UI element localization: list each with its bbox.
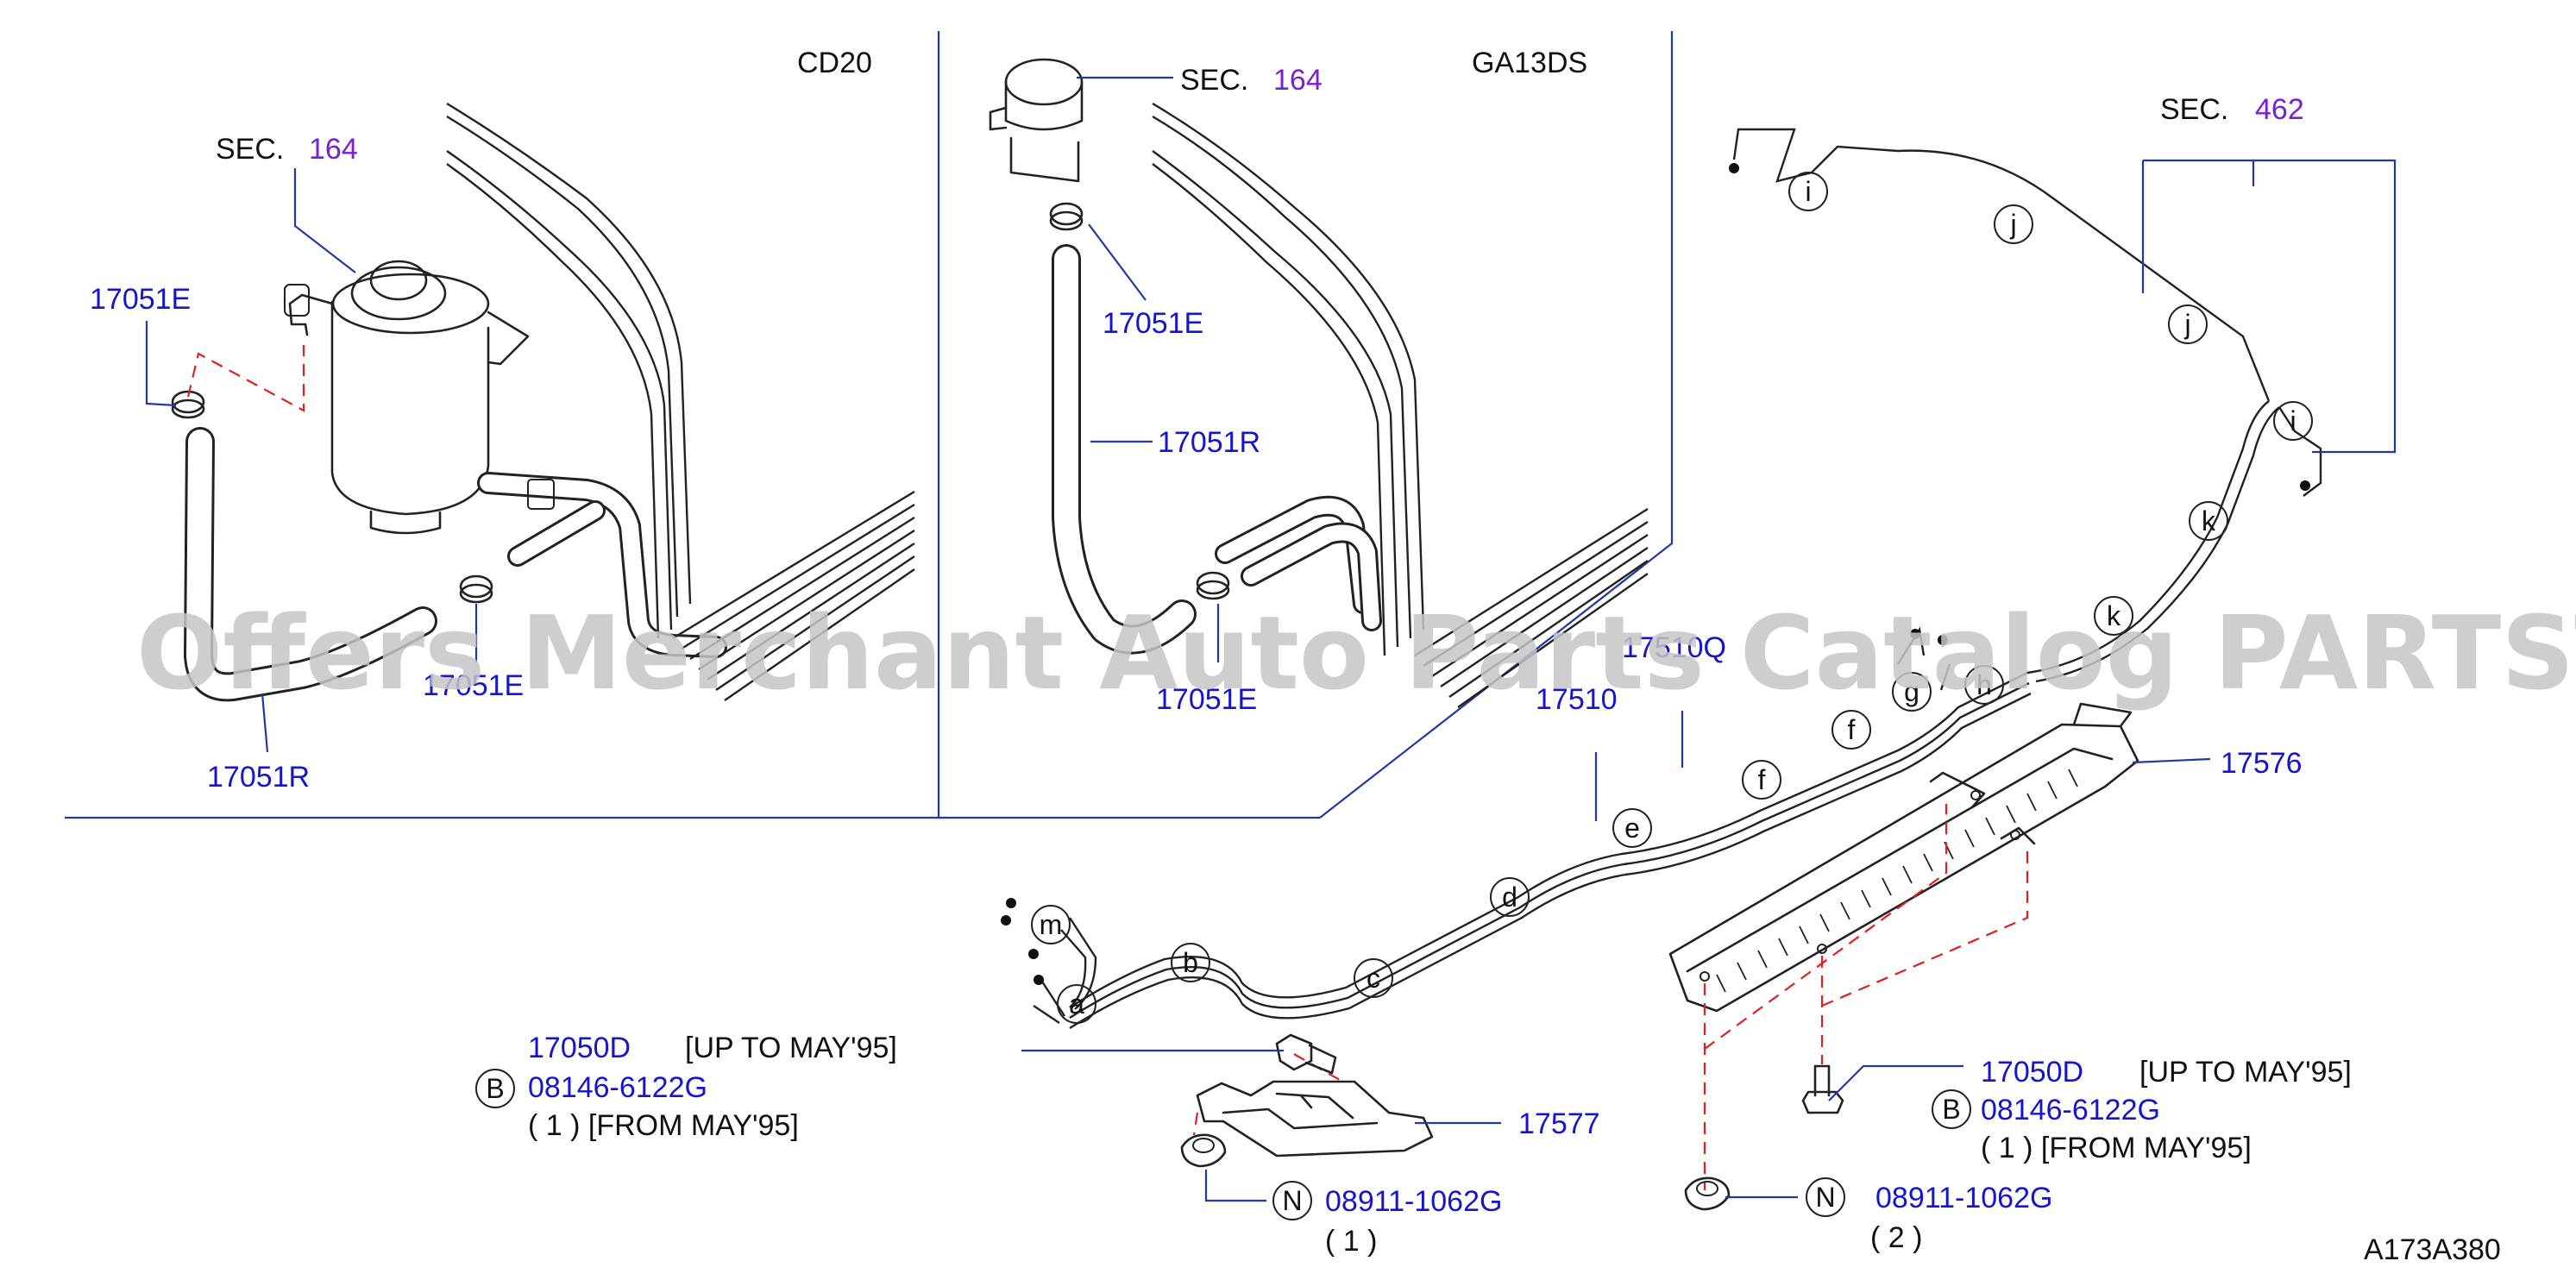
note-from-right: ( 1 ) [FROM MAY'95] xyxy=(1981,1132,2252,1164)
nut-symbol-letter-right: N xyxy=(1815,1182,1835,1213)
nut-symbol-left xyxy=(1272,1181,1312,1220)
sec-ref-right[interactable]: 462 xyxy=(2255,93,2304,126)
clip-h[interactable]: h xyxy=(1964,665,2004,705)
clip-i-2[interactable]: i xyxy=(2273,401,2313,441)
part-17050D-left[interactable]: 17050D xyxy=(528,1032,631,1064)
cd20-assembly-drawing xyxy=(171,102,915,702)
heat-shield-17576 xyxy=(1668,702,2139,1190)
svg-text:j: j xyxy=(2183,309,2190,340)
part-17051E-upper-left[interactable]: 17051E xyxy=(90,283,191,316)
clip-k-2[interactable]: k xyxy=(2094,596,2133,636)
svg-text:h: h xyxy=(1976,669,1992,700)
part-17050D-right[interactable]: 17050D xyxy=(1981,1056,2083,1089)
sec-ref-left[interactable]: 164 xyxy=(309,133,358,166)
tube-clip-markers[interactable]: a b c d e f f g h i i j j k k m xyxy=(1031,172,2313,1024)
line-end-dots xyxy=(1001,163,2310,985)
bolt-symbol-letter-right: B xyxy=(1942,1094,1960,1125)
part-17051E-lower-left[interactable]: 17051E xyxy=(423,669,524,702)
clip-c[interactable]: c xyxy=(1354,958,1393,998)
clip-a[interactable]: a xyxy=(1057,984,1096,1024)
note-from-left: ( 1 ) [FROM MAY'95] xyxy=(528,1109,799,1142)
bolt-symbol-letter-left: B xyxy=(486,1073,504,1104)
svg-text:i: i xyxy=(1805,176,1811,207)
fastener-drawings xyxy=(1180,1033,1844,1211)
svg-text:f: f xyxy=(1758,764,1766,795)
svg-text:k: k xyxy=(2202,505,2216,536)
part-17051E-upper-middle[interactable]: 17051E xyxy=(1103,307,1203,340)
part-17510Q[interactable]: 17510Q xyxy=(1622,631,1726,664)
clip-k-1[interactable]: k xyxy=(2189,501,2228,541)
svg-text:b: b xyxy=(1183,947,1198,978)
nut-symbol-right xyxy=(1806,1177,1845,1217)
part-17051E-lower-middle[interactable]: 17051E xyxy=(1156,683,1257,716)
svg-text:c: c xyxy=(1367,963,1380,994)
part-08911-right[interactable]: 08911-1062G xyxy=(1875,1182,2052,1214)
diagram-code: A173A380 xyxy=(2364,1233,2501,1266)
watermark-text: Offers Merchant Auto Parts Catalog PARTS… xyxy=(136,593,2576,712)
main-fuel-tube-assembly xyxy=(1033,128,2322,1030)
nut-symbol-letter-left: N xyxy=(1282,1185,1302,1216)
bolt-symbol-right xyxy=(1932,1089,1971,1129)
ga13ds-assembly-drawing xyxy=(989,58,1649,708)
svg-text:a: a xyxy=(1069,988,1084,1020)
clip-f-1[interactable]: f xyxy=(1742,760,1781,800)
sec-ref-middle[interactable]: 164 xyxy=(1273,64,1323,97)
part-17051R-middle[interactable]: 17051R xyxy=(1158,426,1260,459)
svg-text:e: e xyxy=(1624,813,1640,844)
part-08146-right[interactable]: 08146-6122G xyxy=(1981,1094,2160,1126)
clip-e[interactable]: e xyxy=(1612,808,1652,848)
clip-j-1[interactable]: j xyxy=(1994,204,2033,244)
svg-text:g: g xyxy=(1904,676,1919,707)
svg-text:i: i xyxy=(2290,405,2296,436)
note-up-to-right: [UP TO MAY'95] xyxy=(2139,1056,2352,1089)
clip-f-2[interactable]: f xyxy=(1831,710,1871,750)
part-08146-left[interactable]: 08146-6122G xyxy=(528,1071,707,1104)
sec-prefix-right: SEC. xyxy=(2160,93,2228,126)
diagram-labels: CD20 GA13DS SEC. 164 SEC. 164 SEC. 462 1… xyxy=(90,47,2501,1266)
part-08911-left[interactable]: 08911-1062G xyxy=(1325,1185,1502,1218)
sec-prefix-middle: SEC. xyxy=(1180,64,1248,97)
part-17510[interactable]: 17510 xyxy=(1536,683,1618,716)
clip-d[interactable]: d xyxy=(1490,877,1530,917)
bolt-symbol-left xyxy=(475,1069,515,1108)
leader-lines xyxy=(145,76,2397,1202)
variant-label-cd20: CD20 xyxy=(797,47,872,79)
clip-b[interactable]: b xyxy=(1171,943,1210,982)
panel-dividers xyxy=(65,31,1674,819)
part-17576[interactable]: 17576 xyxy=(2221,747,2303,780)
bracket-17577 xyxy=(1192,1053,1434,1158)
clip-m[interactable]: m xyxy=(1031,905,1071,944)
clip-g[interactable]: g xyxy=(1892,672,1932,712)
note-up-to-left: [UP TO MAY'95] xyxy=(685,1032,897,1064)
svg-text:d: d xyxy=(1502,882,1517,913)
svg-text:j: j xyxy=(2009,209,2016,240)
sec-prefix-left: SEC. xyxy=(216,133,284,166)
qty-left: ( 1 ) xyxy=(1325,1225,1377,1258)
qty-right: ( 2 ) xyxy=(1870,1221,1922,1254)
clip-j-2[interactable]: j xyxy=(2168,304,2208,344)
svg-text:k: k xyxy=(2107,600,2121,631)
svg-text:m: m xyxy=(1040,909,1063,940)
variant-label-ga13ds: GA13DS xyxy=(1472,47,1587,79)
part-17577[interactable]: 17577 xyxy=(1518,1107,1600,1140)
part-17051R-left[interactable]: 17051R xyxy=(207,761,310,794)
clip-i-1[interactable]: i xyxy=(1788,172,1828,211)
svg-text:f: f xyxy=(1848,714,1856,745)
